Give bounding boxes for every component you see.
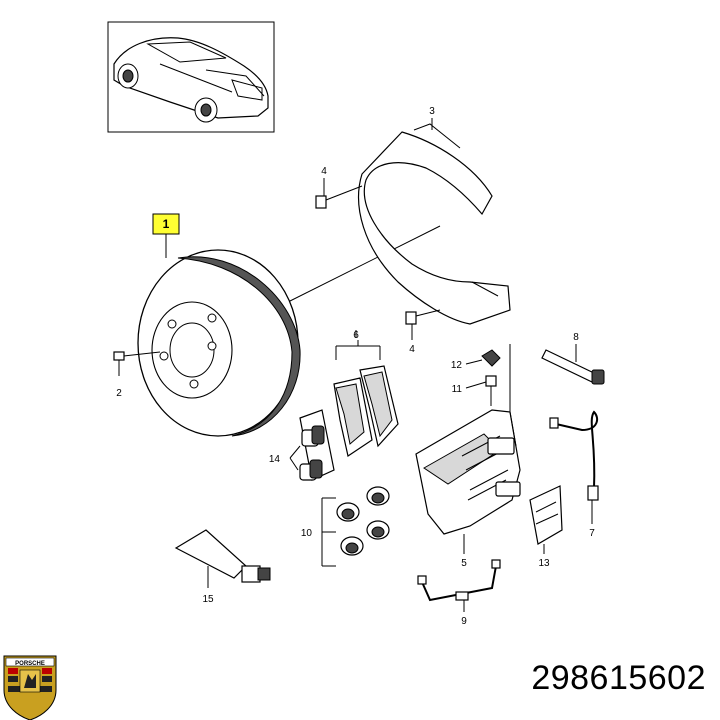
- wear-sensor: [549, 410, 599, 524]
- brake-disc: [137, 249, 301, 437]
- caliper-bolt: [541, 344, 605, 385]
- callout-14: 14: [269, 454, 281, 465]
- porsche-crest-icon: PORSCHE: [3, 655, 57, 720]
- grease-tube: [174, 529, 271, 588]
- callout-7: 7: [589, 528, 595, 539]
- logo-text: PORSCHE: [15, 661, 45, 667]
- callout-3: 3: [429, 106, 435, 117]
- splash-shield: [358, 123, 511, 325]
- callout-13: 13: [538, 558, 550, 569]
- callout-8: 8: [573, 332, 579, 343]
- callout-11: 11: [452, 384, 463, 395]
- guide-pins: [289, 409, 335, 481]
- callout-15: 15: [202, 594, 214, 605]
- brake-pads: [333, 340, 399, 457]
- callout-12: 12: [451, 360, 463, 371]
- bleeder-valve: [465, 349, 501, 406]
- brake-caliper: [415, 344, 521, 535]
- seal-kit: [321, 486, 390, 567]
- callout-9: 9: [461, 616, 467, 627]
- bolt-4-top: [315, 178, 363, 209]
- anti-rattle-clip: [529, 485, 563, 554]
- callout-6: 6: [353, 330, 359, 341]
- screw-2: [113, 351, 161, 376]
- leader-disc-shield: [283, 225, 441, 305]
- car-icon: [113, 37, 269, 123]
- car-inset: [107, 21, 275, 133]
- callout-2: 2: [116, 388, 122, 399]
- bolt-4-bottom: [405, 309, 441, 340]
- callout-10: 10: [301, 528, 313, 539]
- part-number: 298615602: [531, 659, 706, 697]
- callout-1: 1: [163, 217, 170, 231]
- callout-5: 5: [461, 558, 467, 569]
- brake-hose: [417, 559, 501, 612]
- callout-4-bottom: 4: [409, 344, 415, 355]
- callout-4-top: 4: [321, 166, 327, 177]
